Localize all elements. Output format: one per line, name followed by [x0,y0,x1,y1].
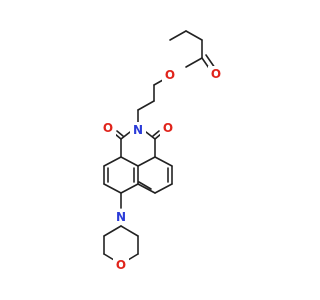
bond [185,30,203,41]
label-background [208,66,224,82]
bond [127,253,139,261]
ethyl-linker [137,75,171,125]
bond [138,181,152,190]
bond [120,225,139,237]
bond [137,100,155,111]
bond [103,183,122,194]
bond [205,54,216,69]
bond [120,131,131,140]
bond [154,156,173,167]
label-background [160,120,176,136]
label-background [113,257,129,273]
bond [145,131,156,140]
bond [103,225,122,237]
bond [120,183,139,194]
bond [137,183,156,194]
label-background [162,67,178,83]
propanoyl-group [169,30,216,72]
morpholine-nitrogen-label: N [116,210,126,224]
label-background [100,120,116,136]
ester-oxygen-label: O [165,68,175,82]
bond [185,57,203,68]
atom-labels: O O N O O N O [100,66,224,273]
bond [169,30,187,41]
structure-diagram: O O N O O N O [100,30,224,273]
morpholine-oxygen-label: O [116,258,126,272]
carbonyl-oxygen-label: O [211,67,221,81]
imide-oxygen-left-label: O [103,121,113,135]
morpholine-ring [103,225,139,261]
naphthalene-core [103,156,173,209]
imide-nitrogen-label: N [133,123,143,137]
bond [103,156,122,167]
bond [116,130,124,137]
bond [103,253,115,261]
bond [152,130,160,137]
imide-oxygen-right-label: O [163,121,173,135]
label-background [113,209,129,225]
bond [154,183,173,194]
label-background [130,122,146,138]
bond [137,156,156,167]
bond [120,156,139,167]
molecule-drawing: O O N O O N O [100,30,224,273]
